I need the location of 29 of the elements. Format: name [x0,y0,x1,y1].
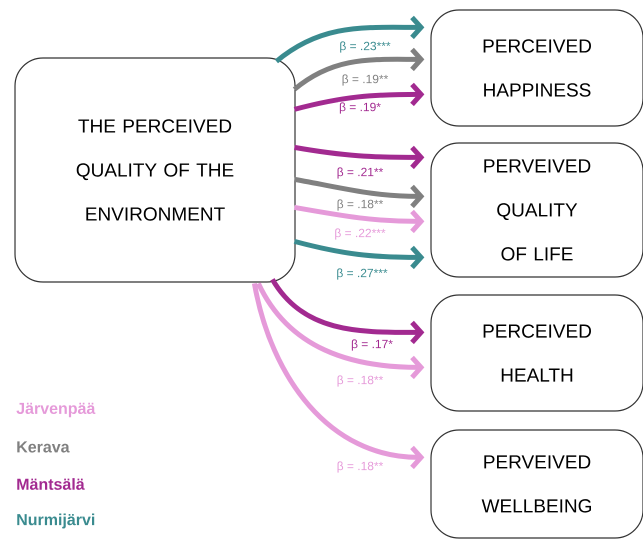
text-box: PERCEIVED HAPPINESS [430,9,643,127]
legend-label: Kerava [17,441,70,453]
arrow [294,238,424,270]
edge-label: β = .17* [350,338,394,352]
arrow [294,176,424,208]
arrow [294,204,424,234]
arrow [294,144,424,170]
text-box: PERCEIVED HEALTH [430,294,643,412]
arrow [274,16,424,64]
edge-label: β = .19** [341,74,389,86]
arrow [292,48,424,92]
edge-label: β = .23*** [338,40,392,54]
arrow [256,282,424,380]
edge-label: β = .22*** [334,228,386,240]
arrow [294,82,424,112]
text-box: PERVEIVED WELLBEING [430,429,643,539]
text-box: PERVEIVED QUALITY OF LIFE [430,142,643,278]
arrow [252,282,424,470]
edge-label: β = .18** [336,198,384,212]
edge-label: β = .18** [336,374,384,388]
legend-label: Järvenpää [16,402,96,418]
edge-label: β = .18** [336,460,384,474]
arrow [270,278,424,344]
legend-label: Mäntsälä [17,478,85,490]
edge-label: β = .19* [338,102,382,114]
legend-label: Nurmijärvi [17,514,94,528]
edge-label: β = .21** [336,166,384,180]
edge-label: β = .27*** [336,268,388,280]
text-box: THE PERCEIVED QUALITY OF THE ENVIRONMENT [14,57,296,283]
